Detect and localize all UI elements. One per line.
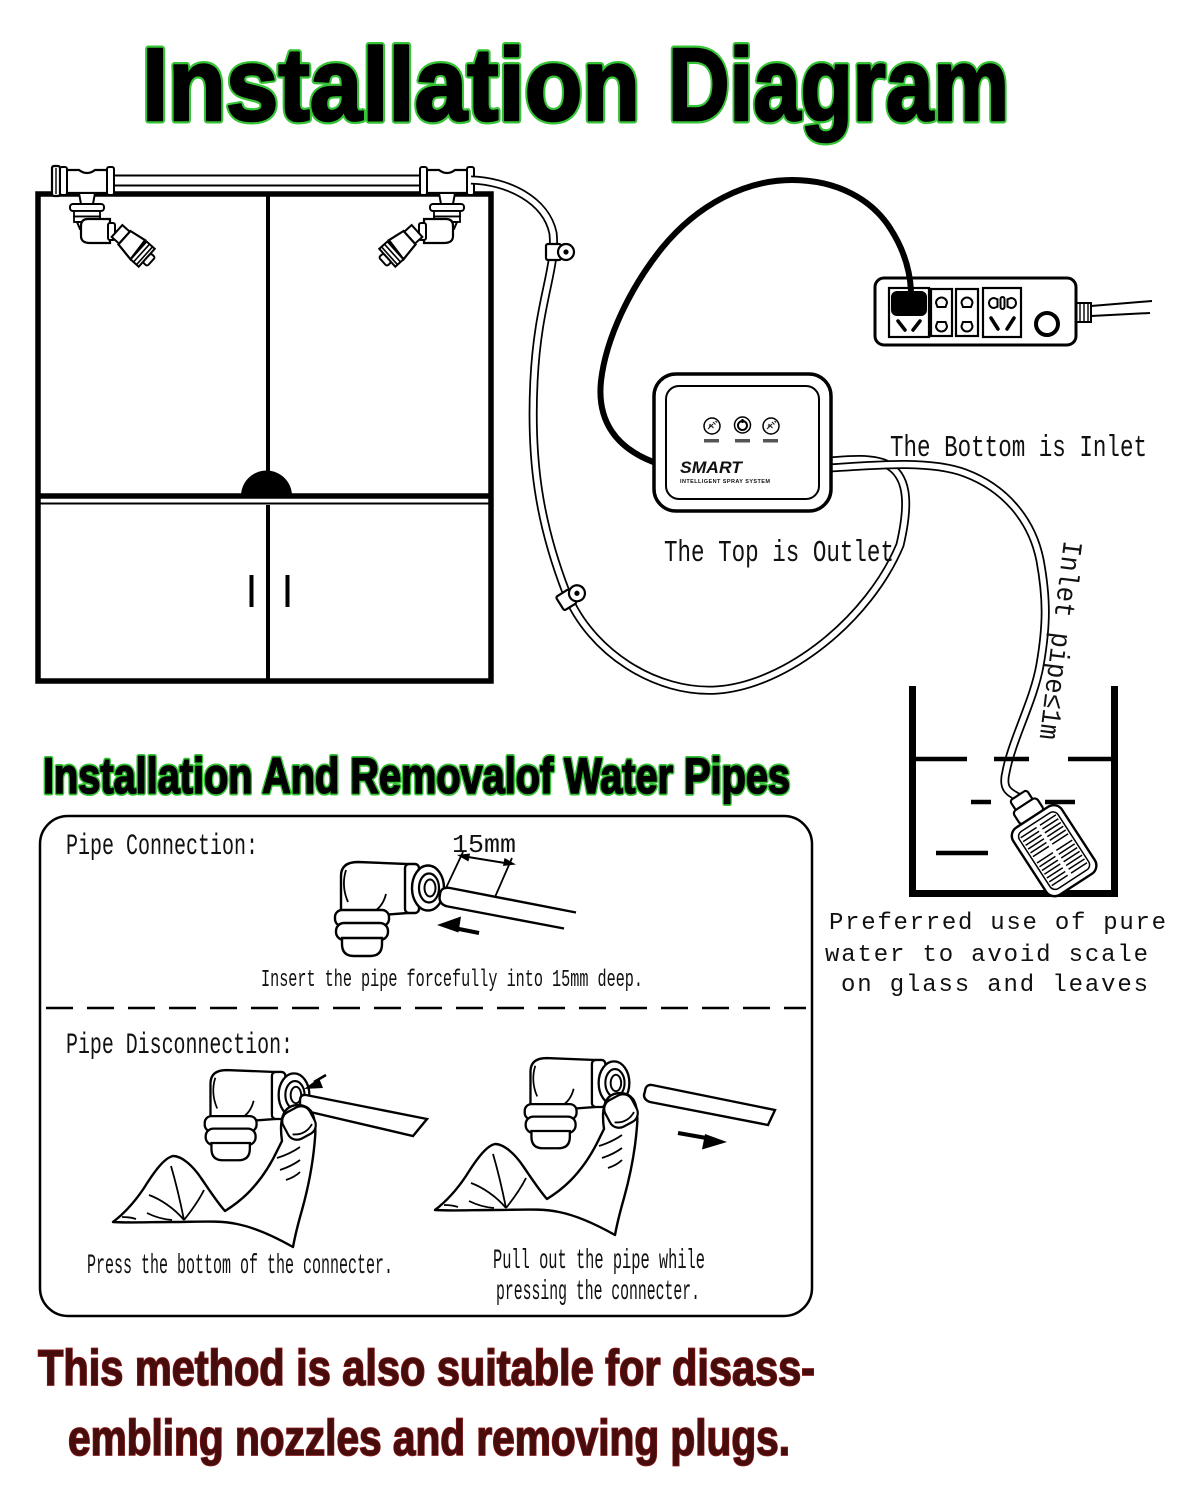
svg-text:Diagram: Diagram — [668, 27, 1009, 142]
svg-text:Pipe Connection:: Pipe Connection: — [66, 830, 258, 864]
svg-text:Installation And Removalof Wat: Installation And Removalof Water Pipes — [43, 748, 790, 804]
svg-text:The Top is Outlet: The Top is Outlet — [664, 536, 894, 571]
svg-text:This method is also suitable f: This method is also suitable for disass- — [38, 1340, 815, 1396]
svg-text:pressing the connecter.: pressing the connecter. — [496, 1277, 700, 1308]
svg-text:Installation: Installation — [142, 27, 640, 142]
svg-text:water to avoid scale: water to avoid scale — [825, 942, 1148, 969]
svg-text:Diagram: Diagram — [668, 27, 1009, 142]
svg-text:SMART: SMART — [680, 458, 744, 477]
svg-text:Preferred use of pure: Preferred use of pure — [829, 910, 1166, 937]
svg-text:Installation: Installation — [142, 27, 640, 142]
svg-text:embling nozzles and removing p: embling nozzles and removing plugs. — [68, 1410, 790, 1466]
svg-text:Installation And Removalof Wat: Installation And Removalof Water Pipes — [43, 748, 790, 804]
svg-text:Insert the pipe forcefully int: Insert the pipe forcefully into 15mm dee… — [261, 967, 643, 994]
svg-text:Pull out the pipe while: Pull out the pipe while — [493, 1246, 705, 1277]
svg-text:The Bottom is Inlet: The Bottom is Inlet — [890, 431, 1147, 466]
svg-text:Press the bottom of the connec: Press the bottom of the connecter. — [87, 1251, 393, 1282]
svg-text:INTELLIGENT SPRAY SYSTEM: INTELLIGENT SPRAY SYSTEM — [680, 479, 770, 485]
svg-text:on glass and leaves: on glass and leaves — [841, 972, 1148, 999]
svg-text:Pipe Disconnection:: Pipe Disconnection: — [66, 1029, 293, 1063]
